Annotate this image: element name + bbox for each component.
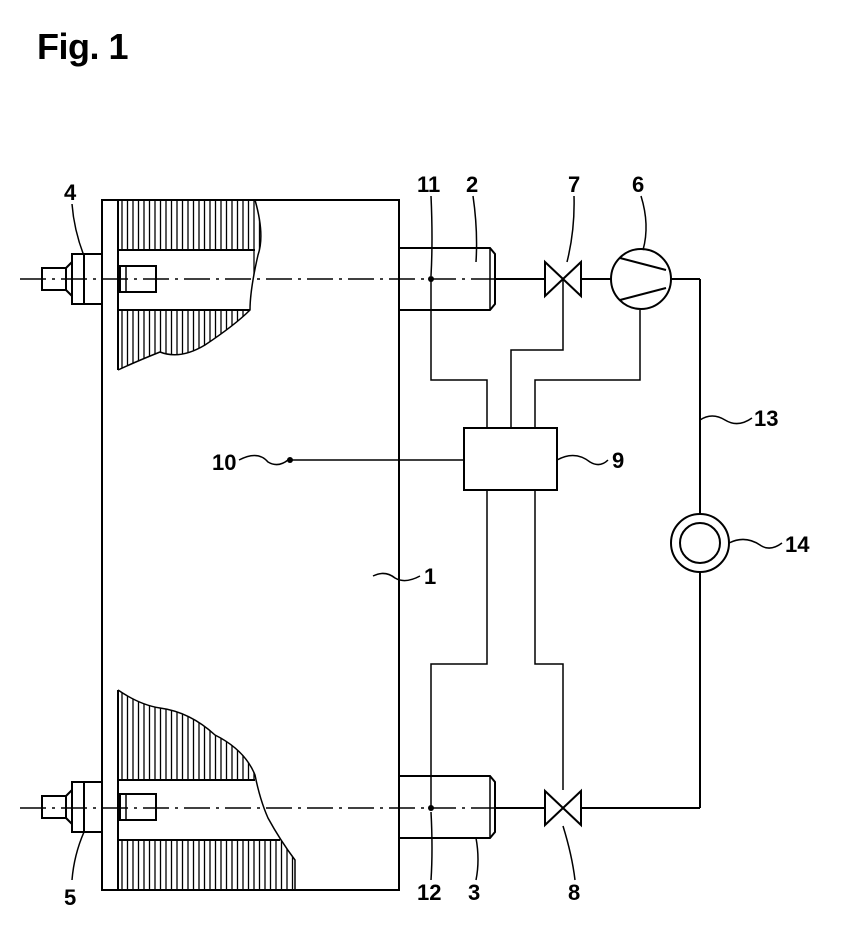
stub-3 xyxy=(399,776,495,838)
label-14: 14 xyxy=(785,532,810,557)
label-10: 10 xyxy=(212,450,236,475)
label-1: 1 xyxy=(424,564,436,589)
valve-8 xyxy=(545,791,581,825)
label-3: 3 xyxy=(468,880,480,905)
label-9: 9 xyxy=(612,448,624,473)
label-13: 13 xyxy=(754,406,778,431)
label-8: 8 xyxy=(568,880,580,905)
label-5: 5 xyxy=(64,885,76,910)
label-2: 2 xyxy=(466,172,478,197)
sensor-point-11 xyxy=(428,276,434,282)
label-12: 12 xyxy=(417,880,441,905)
piping xyxy=(290,279,700,808)
controller-9 xyxy=(464,428,557,490)
label-6: 6 xyxy=(632,172,644,197)
sensor-point-12 xyxy=(428,805,434,811)
label-7: 7 xyxy=(568,172,580,197)
element-14 xyxy=(671,514,729,572)
label-11: 11 xyxy=(417,172,440,197)
label-4: 4 xyxy=(64,180,77,205)
pump-6 xyxy=(611,249,671,309)
